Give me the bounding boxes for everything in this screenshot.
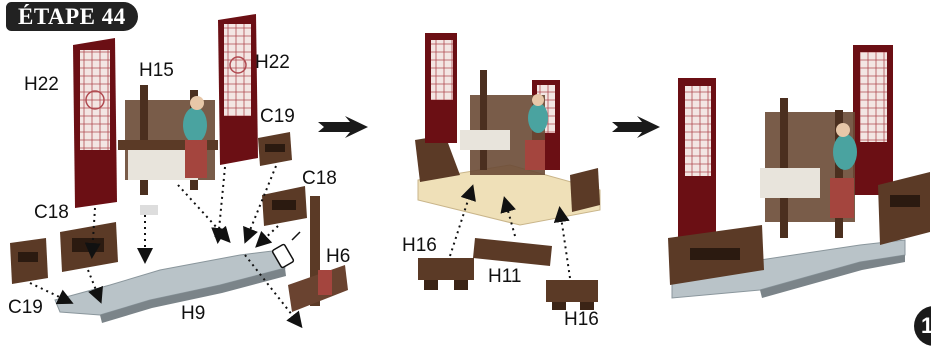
wall-h6 bbox=[288, 196, 348, 312]
screen-h22-right bbox=[218, 14, 258, 165]
right-arrow-icon bbox=[612, 116, 660, 138]
label-h11: H11 bbox=[488, 266, 522, 287]
floor-h9 bbox=[54, 249, 286, 323]
part-c19-top bbox=[258, 132, 292, 166]
glue-bottle-icon bbox=[271, 231, 301, 269]
part-c19-bottom bbox=[10, 238, 48, 284]
label-c18-right: C18 bbox=[302, 168, 337, 189]
assembled-scene-panel3 bbox=[668, 45, 930, 299]
guide-lines-panel1 bbox=[29, 165, 303, 329]
label-c19-bottom: C19 bbox=[8, 297, 43, 318]
label-c18-left: C18 bbox=[34, 202, 69, 223]
assembly-illustration bbox=[10, 14, 930, 329]
part-h16-left bbox=[418, 258, 474, 290]
label-h16-right: H16 bbox=[564, 309, 599, 330]
assembled-frame-panel2 bbox=[415, 33, 601, 226]
screen-h22-left bbox=[73, 38, 117, 208]
part-h16-right bbox=[546, 280, 598, 310]
label-c19-top: C19 bbox=[260, 106, 295, 127]
label-h22-right: H22 bbox=[255, 52, 290, 73]
label-h15: H15 bbox=[139, 60, 174, 81]
loom-h15 bbox=[118, 85, 218, 215]
step-title: ÉTAPE 44 bbox=[6, 2, 138, 31]
label-h22-left: H22 bbox=[24, 74, 59, 95]
label-h6: H6 bbox=[326, 246, 351, 267]
part-c18-left bbox=[60, 222, 118, 272]
right-arrow-icon bbox=[318, 116, 368, 138]
guide-lines-panel2 bbox=[449, 184, 571, 279]
label-h16-left: H16 bbox=[402, 235, 437, 256]
label-h9: H9 bbox=[181, 303, 206, 324]
part-h11 bbox=[473, 238, 552, 266]
part-c18-right bbox=[262, 186, 307, 226]
